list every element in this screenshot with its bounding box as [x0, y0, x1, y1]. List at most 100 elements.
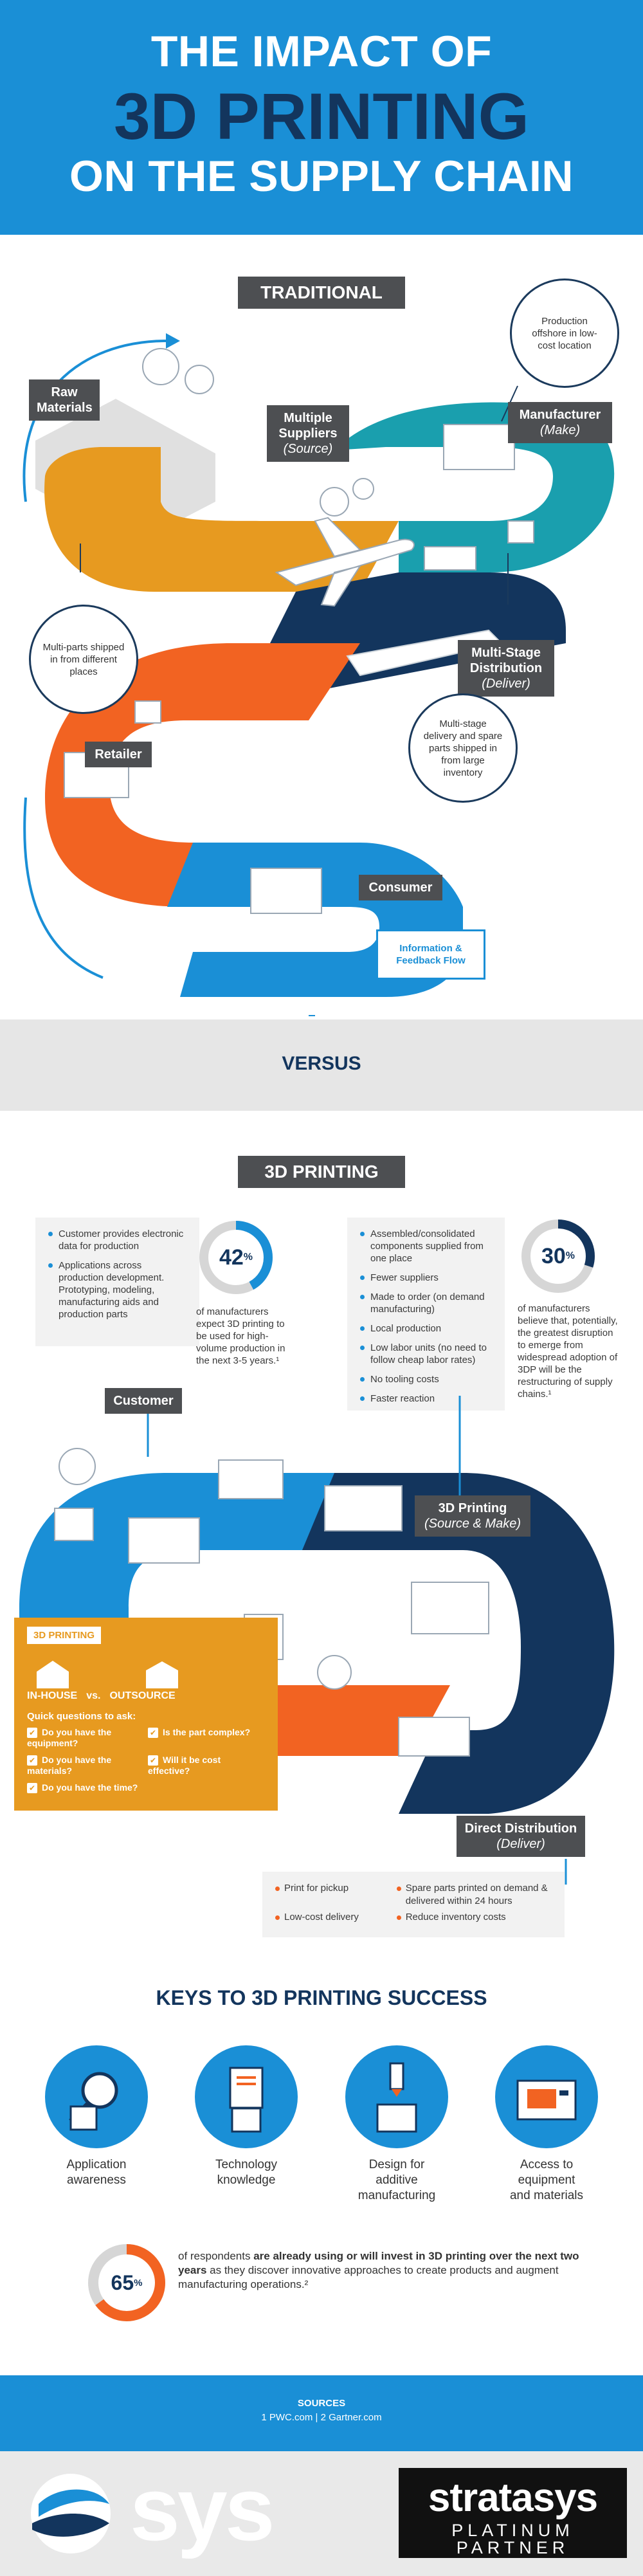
right-panel-item: Assembled/consolidated components suppli… [360, 1228, 492, 1265]
source-make-label: 3D Printing (Source & Make) [415, 1495, 530, 1537]
right-panel-item: No tooling costs [360, 1373, 492, 1385]
hero-header: THE IMPACT OF 3D PRINTING ON THE SUPPLY … [0, 0, 643, 235]
inhouse-chip: 3D PRINTING [27, 1627, 102, 1644]
printing-left-panel: Customer provides electronic data for pr… [35, 1218, 199, 1346]
key-access-equipment: Access to equipment and materials [482, 2045, 611, 2204]
stat3-text-post: as they discover innovative approaches t… [178, 2264, 559, 2290]
stat1-unit: % [243, 1252, 253, 1263]
document-cube-icon [195, 2045, 298, 2148]
inhouse-text: IN-HOUSE [27, 1690, 78, 1701]
traditional-title: TRADITIONAL [238, 277, 405, 309]
stat2-percent: 30% [520, 1218, 597, 1295]
question-item: Do you have the equipment? [27, 1727, 144, 1748]
dist-item: Reduce inventory costs [396, 1911, 552, 1927]
magnifier-cube-icon [45, 2045, 148, 2148]
stat1-text: of manufacturers expect 3D printing to b… [196, 1306, 285, 1366]
sources-title: SOURCES [297, 2398, 346, 2409]
key-application-awareness: Application awareness [32, 2045, 161, 2188]
airplane-icon [275, 516, 415, 607]
stratasys-partner: PLATINUM PARTNER [451, 2521, 574, 2557]
right-panel-item: Made to order (on demand manufacturing) [360, 1291, 492, 1315]
multiple-suppliers-label: Multiple Suppliers (Source) [267, 405, 349, 462]
multiparts-bubble: Multi-parts shipped in from different pl… [29, 605, 138, 714]
printing-title: 3D PRINTING [238, 1156, 405, 1188]
print-head-cube-icon [345, 2045, 448, 2148]
stat3-percent: 65% [86, 2242, 168, 2324]
dist-item: Print for pickup [275, 1882, 390, 1911]
stat3-value: 65 [111, 2270, 134, 2294]
sys-logo-text: sys [130, 2458, 275, 2559]
sys-logo-swirl-icon [31, 2474, 111, 2553]
left-panel-item: Applications across production developme… [48, 1259, 186, 1320]
dist-item: Spare parts printed on demand & delivere… [396, 1882, 552, 1911]
computer-icon [54, 1508, 94, 1541]
direct-distribution-label: Direct Distribution (Deliver) [457, 1816, 585, 1857]
stat3-ring: 65% [86, 2242, 168, 2324]
stat3-text-pre: of respondents [178, 2250, 254, 2262]
consumer-label: Consumer [359, 875, 442, 900]
direct-distribution-sub: (Deliver) [496, 1837, 545, 1851]
stat2-value: 30 [541, 1243, 566, 1268]
boxes-icon [507, 520, 534, 544]
keys-title: KEYS TO 3D PRINTING SUCCESS [156, 1986, 487, 2009]
inhouse-outsource-box: 3D PRINTING IN-HOUSE vs. OUTSOURCE Quick… [14, 1618, 278, 1811]
question-item: Do you have the materials? [27, 1755, 144, 1776]
source-band [44, 447, 399, 592]
key-label: Access to equipment and materials [509, 2158, 584, 2202]
title-line-2: 3D PRINTING [113, 80, 530, 153]
stat3-donut [88, 2244, 165, 2321]
raw-materials-text: Raw Materials [37, 385, 93, 415]
key-label: Application awareness [66, 2158, 127, 2187]
key-label: Technology knowledge [215, 2158, 278, 2187]
delivery-truck-icon [398, 1717, 470, 1757]
printer-icon [495, 2045, 598, 2148]
manufacturer-text: Manufacturer [519, 408, 601, 422]
stat1-ring: 42% [197, 1219, 275, 1296]
distribution-text: Multi-Stage Distribution [469, 646, 543, 675]
source-make-band [302, 1473, 615, 1814]
title-line-1: THE IMPACT OF [150, 27, 493, 76]
make-band [334, 402, 615, 572]
manufacturer-label: Manufacturer (Make) [508, 402, 612, 443]
logo-band: sys stratasys PLATINUM PARTNER [0, 2451, 643, 2576]
stat1-value: 42 [219, 1245, 244, 1270]
robot-arm-icon [317, 1655, 352, 1690]
right-panel-item: Fewer suppliers [360, 1272, 492, 1284]
distribution-label: Multi-Stage Distribution (Deliver) [458, 640, 554, 697]
factory-icon [324, 1485, 403, 1531]
material-cylinder-icon [142, 348, 179, 385]
title-line-3: ON THE SUPPLY CHAIN [69, 152, 574, 201]
questions-grid: Do you have the equipment? Is the part c… [27, 1727, 265, 1793]
question-item: Will it be cost effective? [148, 1755, 265, 1776]
key-design-additive: Design for additive manufacturing [332, 2045, 461, 2204]
question-item: Is the part complex? [148, 1727, 265, 1748]
versus-band: VERSUS [0, 1019, 643, 1111]
info-feedback-flow-label: Information & Feedback Flow [376, 929, 485, 980]
factory-icon [443, 424, 515, 470]
traditional-flow-diagram [23, 333, 615, 1016]
retailer-band [45, 643, 360, 907]
sources-value: 1 PWC.com | 2 Gartner.com [261, 2412, 382, 2423]
retailer-label: Retailer [85, 742, 152, 767]
left-panel-item: Customer provides electronic data for pr… [48, 1228, 186, 1252]
stat1-donut [199, 1221, 273, 1294]
question-item: Do you have the time? [27, 1782, 144, 1793]
right-panel-item: Low labor units (no need to follow cheap… [360, 1342, 492, 1366]
questions-title: Quick questions to ask: [27, 1711, 136, 1722]
versus-text: VERSUS [282, 1053, 361, 1074]
stat2-ring: 30% [520, 1218, 597, 1295]
manufacturer-sub: (Make) [539, 423, 581, 437]
printing-right-panel: Assembled/consolidated components suppli… [347, 1218, 505, 1411]
direct-distribution-text: Direct Distribution [464, 1822, 577, 1836]
raw-materials-label: Raw Materials [29, 379, 100, 421]
multiple-suppliers-sub: (Source) [283, 442, 333, 456]
customer-label: Customer [105, 1388, 182, 1414]
gear-icon [320, 487, 349, 516]
house-icon [37, 1661, 69, 1688]
distribution-benefits-box: Print for pickup Spare parts printed on … [262, 1872, 565, 1937]
stratasys-name: stratasys [428, 2476, 598, 2520]
warehouse-icon [146, 1661, 178, 1688]
source-make-text: 3D Printing [438, 1501, 507, 1515]
stat3-text-bold: are already using or will invest in 3D p… [178, 2250, 579, 2276]
stat3-text: of respondents are already using or will… [178, 2249, 590, 2292]
